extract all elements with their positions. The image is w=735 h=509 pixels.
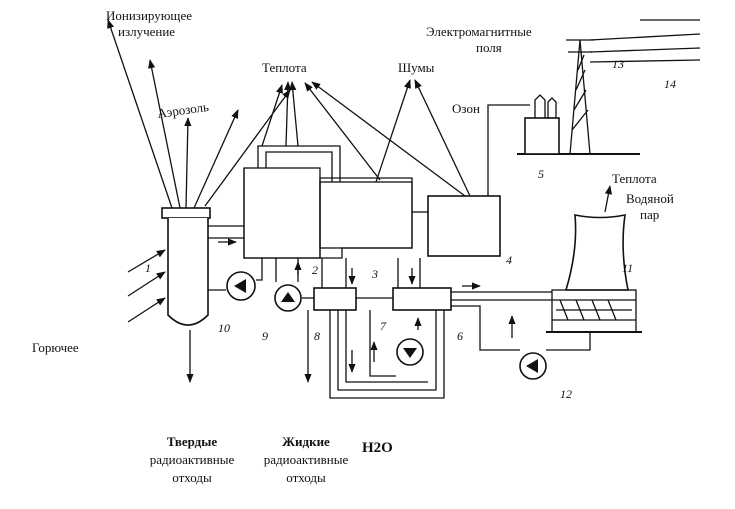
num-13: 13 bbox=[612, 57, 624, 71]
heat-tower-label: Теплота bbox=[612, 171, 657, 186]
ionizing-label-1: Ионизирующее bbox=[106, 8, 192, 23]
num-5: 5 bbox=[538, 167, 544, 181]
vapor-label-1: Водяной bbox=[626, 191, 674, 206]
num-14: 14 bbox=[664, 77, 676, 91]
substation bbox=[517, 19, 701, 155]
num-9: 9 bbox=[262, 329, 268, 343]
num-4: 4 bbox=[506, 253, 512, 267]
noise-arrows bbox=[375, 79, 471, 197]
num-2: 2 bbox=[312, 263, 318, 277]
em-label-2: поля bbox=[476, 40, 502, 55]
heat-label: Теплота bbox=[262, 60, 307, 75]
cooling-tower bbox=[546, 213, 642, 333]
pump-9 bbox=[274, 284, 302, 312]
liquid-waste-label-2: радиоактивные bbox=[264, 452, 349, 467]
noise-label: Шумы bbox=[398, 60, 435, 75]
num-12: 12 bbox=[560, 387, 572, 401]
heat-arrows bbox=[261, 81, 466, 197]
ionizing-label-2: излучение bbox=[118, 24, 175, 39]
aerosol-label: Аэрозоль bbox=[156, 99, 209, 121]
num-3: 3 bbox=[371, 267, 378, 281]
pump-7 bbox=[396, 338, 424, 366]
num-1: 1 bbox=[145, 261, 151, 275]
solid-waste-label-1: Твердые bbox=[167, 434, 218, 449]
pump-12 bbox=[519, 352, 547, 380]
fuel-arrows bbox=[127, 249, 166, 323]
solid-waste-label-2: радиоактивные bbox=[150, 452, 235, 467]
num-8: 8 bbox=[314, 329, 320, 343]
num-11: 11 bbox=[622, 261, 633, 275]
liquid-waste-label-3: отходы bbox=[286, 470, 326, 485]
reactor bbox=[161, 207, 211, 326]
vapor-label-2: пар bbox=[640, 207, 659, 222]
num-6: 6 bbox=[457, 329, 463, 343]
turbine-block bbox=[243, 145, 413, 259]
ozone-label: Озон bbox=[452, 101, 480, 116]
h2o-label: H2O bbox=[362, 440, 393, 456]
pump-10 bbox=[226, 271, 256, 301]
generator bbox=[427, 195, 501, 257]
solid-waste-label-3: отходы bbox=[172, 470, 212, 485]
ionizing-arrows bbox=[107, 19, 291, 209]
num-7: 7 bbox=[380, 319, 387, 333]
fuel-label: Горючее bbox=[32, 340, 79, 355]
piping bbox=[208, 225, 591, 399]
num-10: 10 bbox=[218, 321, 230, 335]
liquid-waste-label-1: Жидкие bbox=[282, 434, 330, 449]
em-label-1: Электромагнитные bbox=[426, 24, 532, 39]
